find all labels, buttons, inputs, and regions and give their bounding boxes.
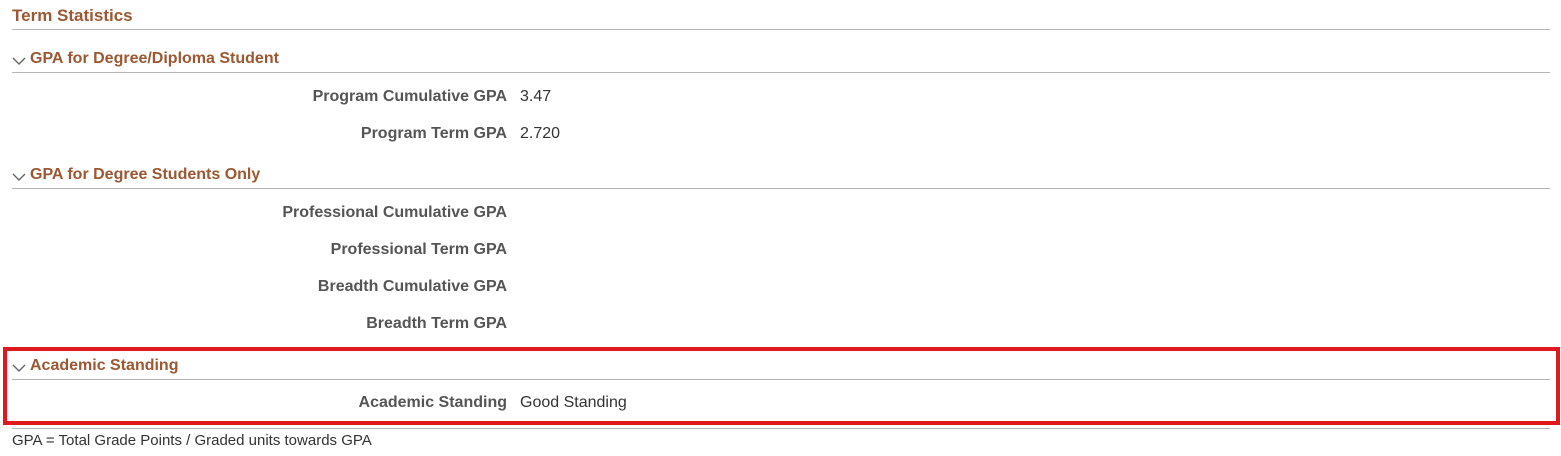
section-title: GPA for Degree/Diploma Student (30, 50, 279, 67)
field-row-academic-standing: Academic Standing Good Standing (0, 394, 1100, 414)
field-row-professional-cumulative-gpa: Professional Cumulative GPA (0, 204, 1100, 224)
field-row-professional-term-gpa: Professional Term GPA (0, 241, 1100, 261)
field-value: Good Standing (520, 394, 627, 411)
highlight-box (3, 347, 1560, 425)
footer-divider (12, 428, 1550, 429)
field-row-program-term-gpa: Program Term GPA 2.720 (0, 125, 1100, 145)
section-divider (12, 72, 1550, 73)
field-label: Breadth Cumulative GPA (317, 278, 507, 295)
chevron-down-icon (12, 364, 26, 372)
section-divider (12, 379, 1550, 380)
field-label: Breadth Term GPA (366, 315, 507, 332)
field-row-breadth-term-gpa: Breadth Term GPA (0, 315, 1100, 335)
section-divider (12, 188, 1550, 189)
field-label: Program Term GPA (360, 125, 507, 142)
chevron-down-icon (12, 57, 26, 65)
section-toggle-academic-standing[interactable]: Academic Standing (12, 357, 178, 375)
gpa-footnote: GPA = Total Grade Points / Graded units … (12, 432, 372, 449)
section-toggle-degree-students-gpa[interactable]: GPA for Degree Students Only (12, 166, 260, 184)
field-label: Professional Cumulative GPA (282, 204, 507, 221)
section-toggle-degree-diploma-gpa[interactable]: GPA for Degree/Diploma Student (12, 50, 279, 68)
field-label: Professional Term GPA (330, 241, 507, 258)
field-value: 2.720 (520, 125, 561, 142)
field-row-breadth-cumulative-gpa: Breadth Cumulative GPA (0, 278, 1100, 298)
field-label: Program Cumulative GPA (312, 88, 507, 105)
section-title: Academic Standing (30, 357, 179, 374)
field-row-program-cumulative-gpa: Program Cumulative GPA 3.47 (0, 88, 1100, 108)
field-label: Academic Standing (358, 394, 507, 411)
page-title: Term Statistics (12, 6, 133, 25)
title-divider (12, 29, 1550, 30)
field-value: 3.47 (520, 88, 552, 105)
chevron-down-icon (12, 173, 26, 181)
section-title: GPA for Degree Students Only (30, 166, 261, 183)
